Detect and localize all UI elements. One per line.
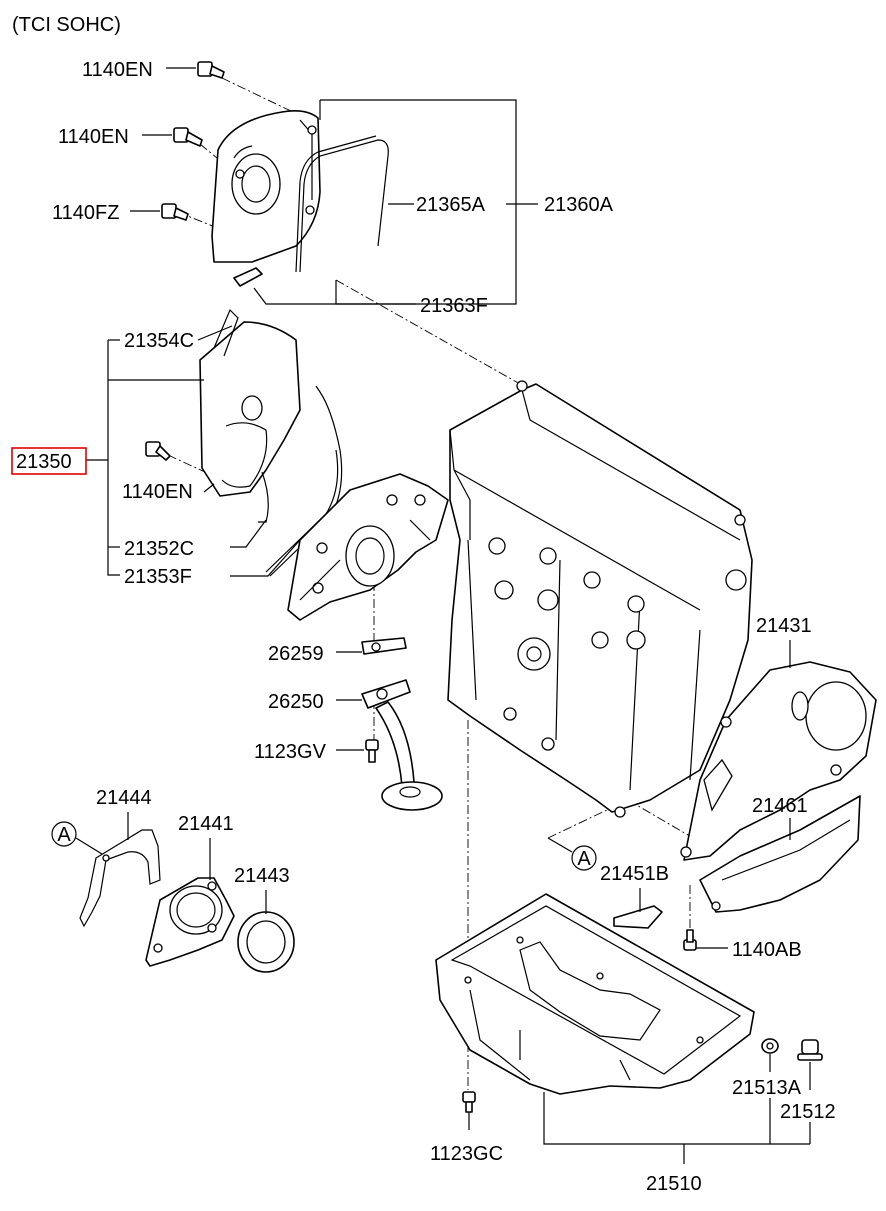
label-21350: 21350 bbox=[16, 451, 72, 473]
part-labels: 1140EN 1140EN 1140FZ 21365A 21360A 21363… bbox=[16, 59, 836, 1195]
label-21353F: 21353F bbox=[124, 566, 192, 588]
rear-oil-seal-gasket bbox=[79, 829, 161, 928]
svg-text:A: A bbox=[577, 848, 591, 870]
upper-cover-gasket bbox=[295, 135, 389, 273]
flywheel-cover bbox=[699, 795, 861, 913]
label-21444: 21444 bbox=[96, 787, 152, 809]
label-21352C: 21352C bbox=[124, 538, 194, 560]
label-1140AB: 1140AB bbox=[732, 939, 802, 961]
svg-text:A: A bbox=[57, 824, 71, 846]
oil-pump-front-case bbox=[287, 473, 449, 621]
label-1123GC: 1123GC bbox=[430, 1143, 503, 1165]
label-21513A: 21513A bbox=[732, 1077, 802, 1099]
label-1140EN-top: 1140EN bbox=[82, 59, 153, 81]
ref-callout-a-center: A bbox=[547, 837, 597, 871]
oil-pan bbox=[435, 893, 755, 1095]
label-21360A: 21360A bbox=[544, 194, 614, 216]
label-21365A: 21365A bbox=[416, 194, 486, 216]
highlight-box-21350 bbox=[11, 447, 87, 475]
timing-belt-lower-cover bbox=[199, 308, 301, 523]
rear-end-plate bbox=[680, 661, 877, 861]
label-21443: 21443 bbox=[234, 865, 290, 887]
rear-oil-seal bbox=[237, 911, 295, 973]
label-21510: 21510 bbox=[646, 1173, 702, 1195]
oil-screen-gasket bbox=[361, 637, 407, 655]
label-21441: 21441 bbox=[178, 813, 234, 835]
variant-header: (TCI SOHC) bbox=[12, 14, 121, 36]
leader-lines bbox=[86, 67, 811, 1164]
bolt-1140FZ bbox=[161, 203, 189, 221]
upper-cover-seal-strip bbox=[233, 267, 263, 287]
oil-level-sensor bbox=[613, 905, 663, 929]
label-1140EN-mid: 1140EN bbox=[58, 126, 129, 148]
label-1140EN-lower: 1140EN bbox=[122, 481, 193, 503]
bolt-1140EN-lower bbox=[145, 441, 171, 461]
label-26259: 26259 bbox=[268, 643, 324, 665]
label-26250: 26250 bbox=[268, 691, 324, 713]
drain-plug-gasket bbox=[761, 1038, 779, 1054]
oil-strainer bbox=[361, 679, 443, 811]
label-21363F: 21363F bbox=[420, 295, 488, 317]
label-21431: 21431 bbox=[756, 615, 812, 637]
drain-plug bbox=[797, 1039, 823, 1061]
rear-oil-seal-case bbox=[145, 877, 235, 967]
label-21354C: 21354C bbox=[124, 330, 194, 352]
label-21512: 21512 bbox=[780, 1101, 836, 1123]
label-21451B: 21451B bbox=[600, 863, 669, 885]
bolt-1123GC bbox=[462, 1091, 476, 1113]
bolt-1140EN-mid bbox=[173, 127, 203, 147]
ref-callout-a-left: A bbox=[51, 821, 103, 855]
timing-belt-upper-cover bbox=[211, 110, 321, 263]
label-1123GV: 1123GV bbox=[254, 741, 327, 763]
bolt-1123GV bbox=[365, 739, 379, 763]
cylinder-block bbox=[447, 380, 753, 818]
label-21461: 21461 bbox=[752, 795, 808, 817]
bolt-1140EN-top bbox=[197, 61, 225, 79]
bolt-1140AB bbox=[683, 929, 697, 951]
label-1140FZ: 1140FZ bbox=[52, 202, 119, 224]
